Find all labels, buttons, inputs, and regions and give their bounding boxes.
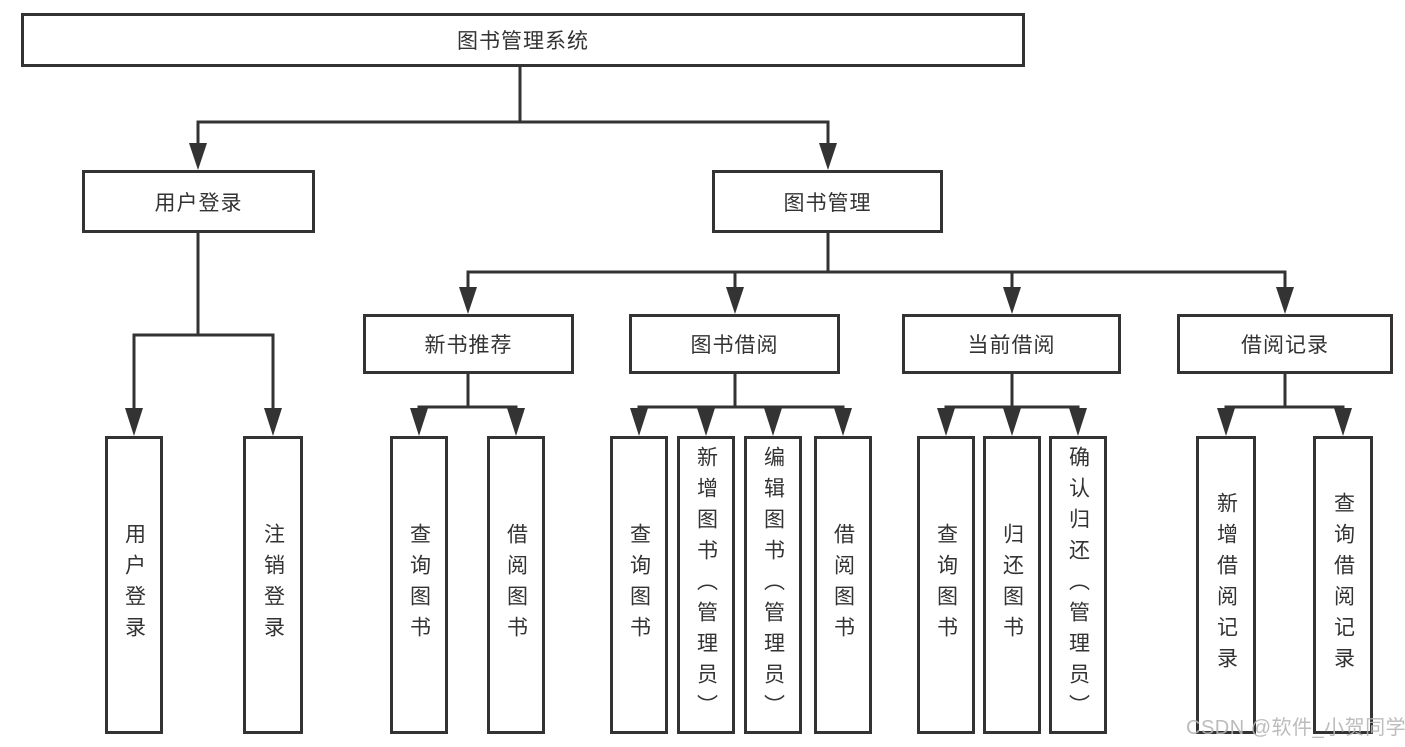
node-library-management-system: 图书管理系统 — [21, 13, 1025, 67]
leaf-recommend-borrow-books: 借阅图书 — [487, 436, 545, 734]
leaf-recommend-query-books: 查询图书 — [390, 436, 448, 734]
leaf-current-confirm-return-admin: 确认归还（管理员） — [1049, 436, 1107, 734]
node-current-borrowing: 当前借阅 — [902, 314, 1121, 374]
node-new-book-recommendation: 新书推荐 — [363, 314, 574, 374]
leaf-borrowing-borrow-books: 借阅图书 — [814, 436, 872, 734]
leaf-borrowing-query-books: 查询图书 — [610, 436, 668, 734]
leaf-records-query-record: 查询借阅记录 — [1313, 436, 1373, 734]
arrowhead — [459, 287, 477, 314]
arrowhead — [630, 408, 648, 436]
node-user-login: 用户登录 — [82, 170, 315, 233]
arrowhead — [1217, 408, 1235, 436]
node-book-management: 图书管理 — [712, 170, 943, 233]
arrowheads — [125, 143, 1352, 436]
arrowhead — [819, 143, 837, 170]
leaf-borrowing-edit-books-admin: 编辑图书（管理员） — [744, 436, 802, 734]
arrowhead — [1334, 408, 1352, 436]
leaf-user-login: 用户登录 — [105, 436, 163, 734]
arrowhead — [125, 408, 143, 436]
arrowhead — [834, 408, 852, 436]
arrowhead — [189, 143, 207, 170]
arrowhead — [410, 408, 428, 436]
csdn-watermark: CSDN @软件_小贺同学 — [1186, 717, 1405, 739]
node-borrowing-records: 借阅记录 — [1177, 314, 1393, 374]
arrowhead — [726, 287, 744, 314]
node-book-borrowing: 图书借阅 — [629, 314, 840, 374]
leaf-records-add-record: 新增借阅记录 — [1196, 436, 1256, 734]
arrowhead — [1276, 287, 1294, 314]
arrowhead — [264, 408, 282, 436]
leaf-logout: 注销登录 — [243, 436, 303, 734]
arrowhead — [1003, 408, 1021, 436]
connector-paths — [132, 67, 1345, 410]
leaf-current-return-books: 归还图书 — [983, 436, 1041, 734]
arrowhead — [937, 408, 955, 436]
arrowhead — [507, 408, 525, 436]
leaf-borrowing-add-books-admin: 新增图书（管理员） — [677, 436, 735, 734]
arrowhead — [1069, 408, 1087, 436]
leaf-current-query-books: 查询图书 — [917, 436, 975, 734]
arrowhead — [1003, 287, 1021, 314]
arrowhead — [764, 408, 782, 436]
arrowhead — [697, 408, 715, 436]
